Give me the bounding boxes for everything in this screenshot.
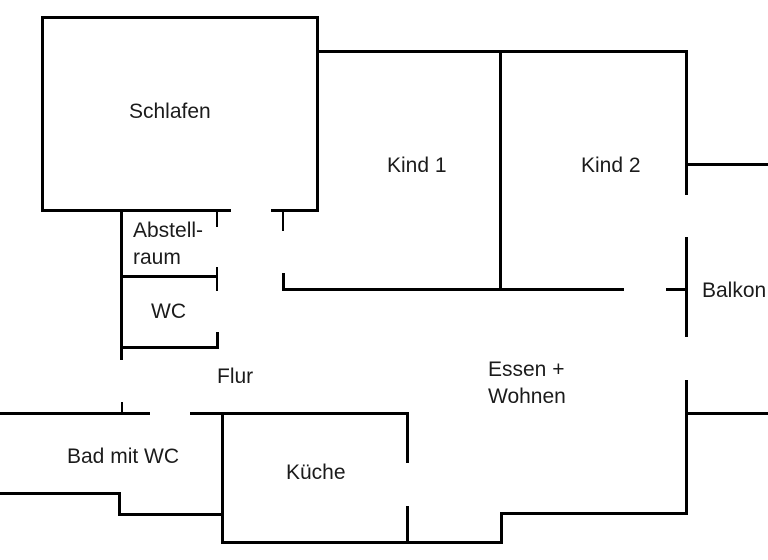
wall-kueche-left xyxy=(221,412,224,544)
wall-schlafen-right xyxy=(316,16,319,212)
tick-abstell-wc-wall-cap xyxy=(216,267,218,291)
room-label-kind2-text: Kind 2 xyxy=(581,154,641,177)
room-label-schlafen: Schlafen xyxy=(129,98,211,125)
room-label-bad-text: Bad mit WC xyxy=(67,445,180,468)
wall-balkon-bottom xyxy=(685,412,768,415)
wall-right-lower xyxy=(685,380,688,515)
room-label-flur-text: Flur xyxy=(217,365,254,388)
tick-bad-door-jamb xyxy=(121,402,123,414)
room-label-schlafen-text: Schlafen xyxy=(129,100,211,123)
room-label-essen-wohnen-line1: Essen + xyxy=(488,358,565,381)
room-label-abstellraum-line1: Abstell- xyxy=(133,219,204,242)
room-label-balkon-text: Balkon xyxy=(702,279,767,302)
wall-wc-bottom xyxy=(120,346,219,349)
wall-wohnen-bottom xyxy=(500,512,688,515)
wall-bad-bottom-lower xyxy=(118,513,223,516)
room-label-kueche: Küche xyxy=(286,459,346,486)
room-label-wc: WC xyxy=(151,298,186,325)
wall-abstell-wc-divider xyxy=(120,275,218,278)
wall-kueche-right-lower xyxy=(406,506,409,544)
wall-wohnen-step xyxy=(500,512,503,544)
room-label-essen-wohnen-line2: Wohnen xyxy=(488,385,566,408)
tick-abstell-door-jamb xyxy=(216,209,218,227)
room-label-kind2: Kind 2 xyxy=(581,152,641,179)
wall-abstell-wc-left xyxy=(120,209,123,360)
wall-kind-divider xyxy=(499,50,502,291)
room-label-kind1: Kind 1 xyxy=(387,152,447,179)
room-label-essen-wohnen: Essen + Wohnen xyxy=(488,356,566,410)
wall-kueche-bottom xyxy=(221,541,503,544)
wall-balkon-door-stub xyxy=(666,288,688,291)
wall-schlafen-left xyxy=(41,16,44,212)
wall-kind-rooms-top xyxy=(316,50,688,53)
room-label-kueche-text: Küche xyxy=(286,461,346,484)
wall-flur-corner-stub xyxy=(282,273,285,291)
wall-bad-top xyxy=(0,412,150,415)
wall-right-upper xyxy=(685,50,688,195)
room-label-bad: Bad mit WC xyxy=(67,443,179,470)
room-label-abstellraum: Abstell- raum xyxy=(133,217,203,271)
wall-balkon-top xyxy=(685,163,768,166)
tick-schlafen-door-jamb xyxy=(282,209,284,231)
wall-bad-step xyxy=(118,492,121,516)
room-label-wc-text: WC xyxy=(151,300,186,323)
wall-kueche-right-upper xyxy=(406,412,409,463)
wall-wc-right-stub xyxy=(216,332,219,349)
room-label-kind1-text: Kind 1 xyxy=(387,154,447,177)
room-label-balkon: Balkon xyxy=(702,277,766,304)
wall-bad-bottom-upper xyxy=(0,492,121,495)
wall-right-middle xyxy=(685,237,688,337)
wall-schlafen-bottom-left xyxy=(41,209,231,212)
wall-kueche-top xyxy=(190,412,409,415)
wall-schlafen-bottom-right xyxy=(271,209,319,212)
wall-kind-rooms-bottom xyxy=(282,288,624,291)
room-label-flur: Flur xyxy=(217,363,253,390)
wall-schlafen-top xyxy=(41,16,319,19)
room-label-abstellraum-line2: raum xyxy=(133,246,181,269)
